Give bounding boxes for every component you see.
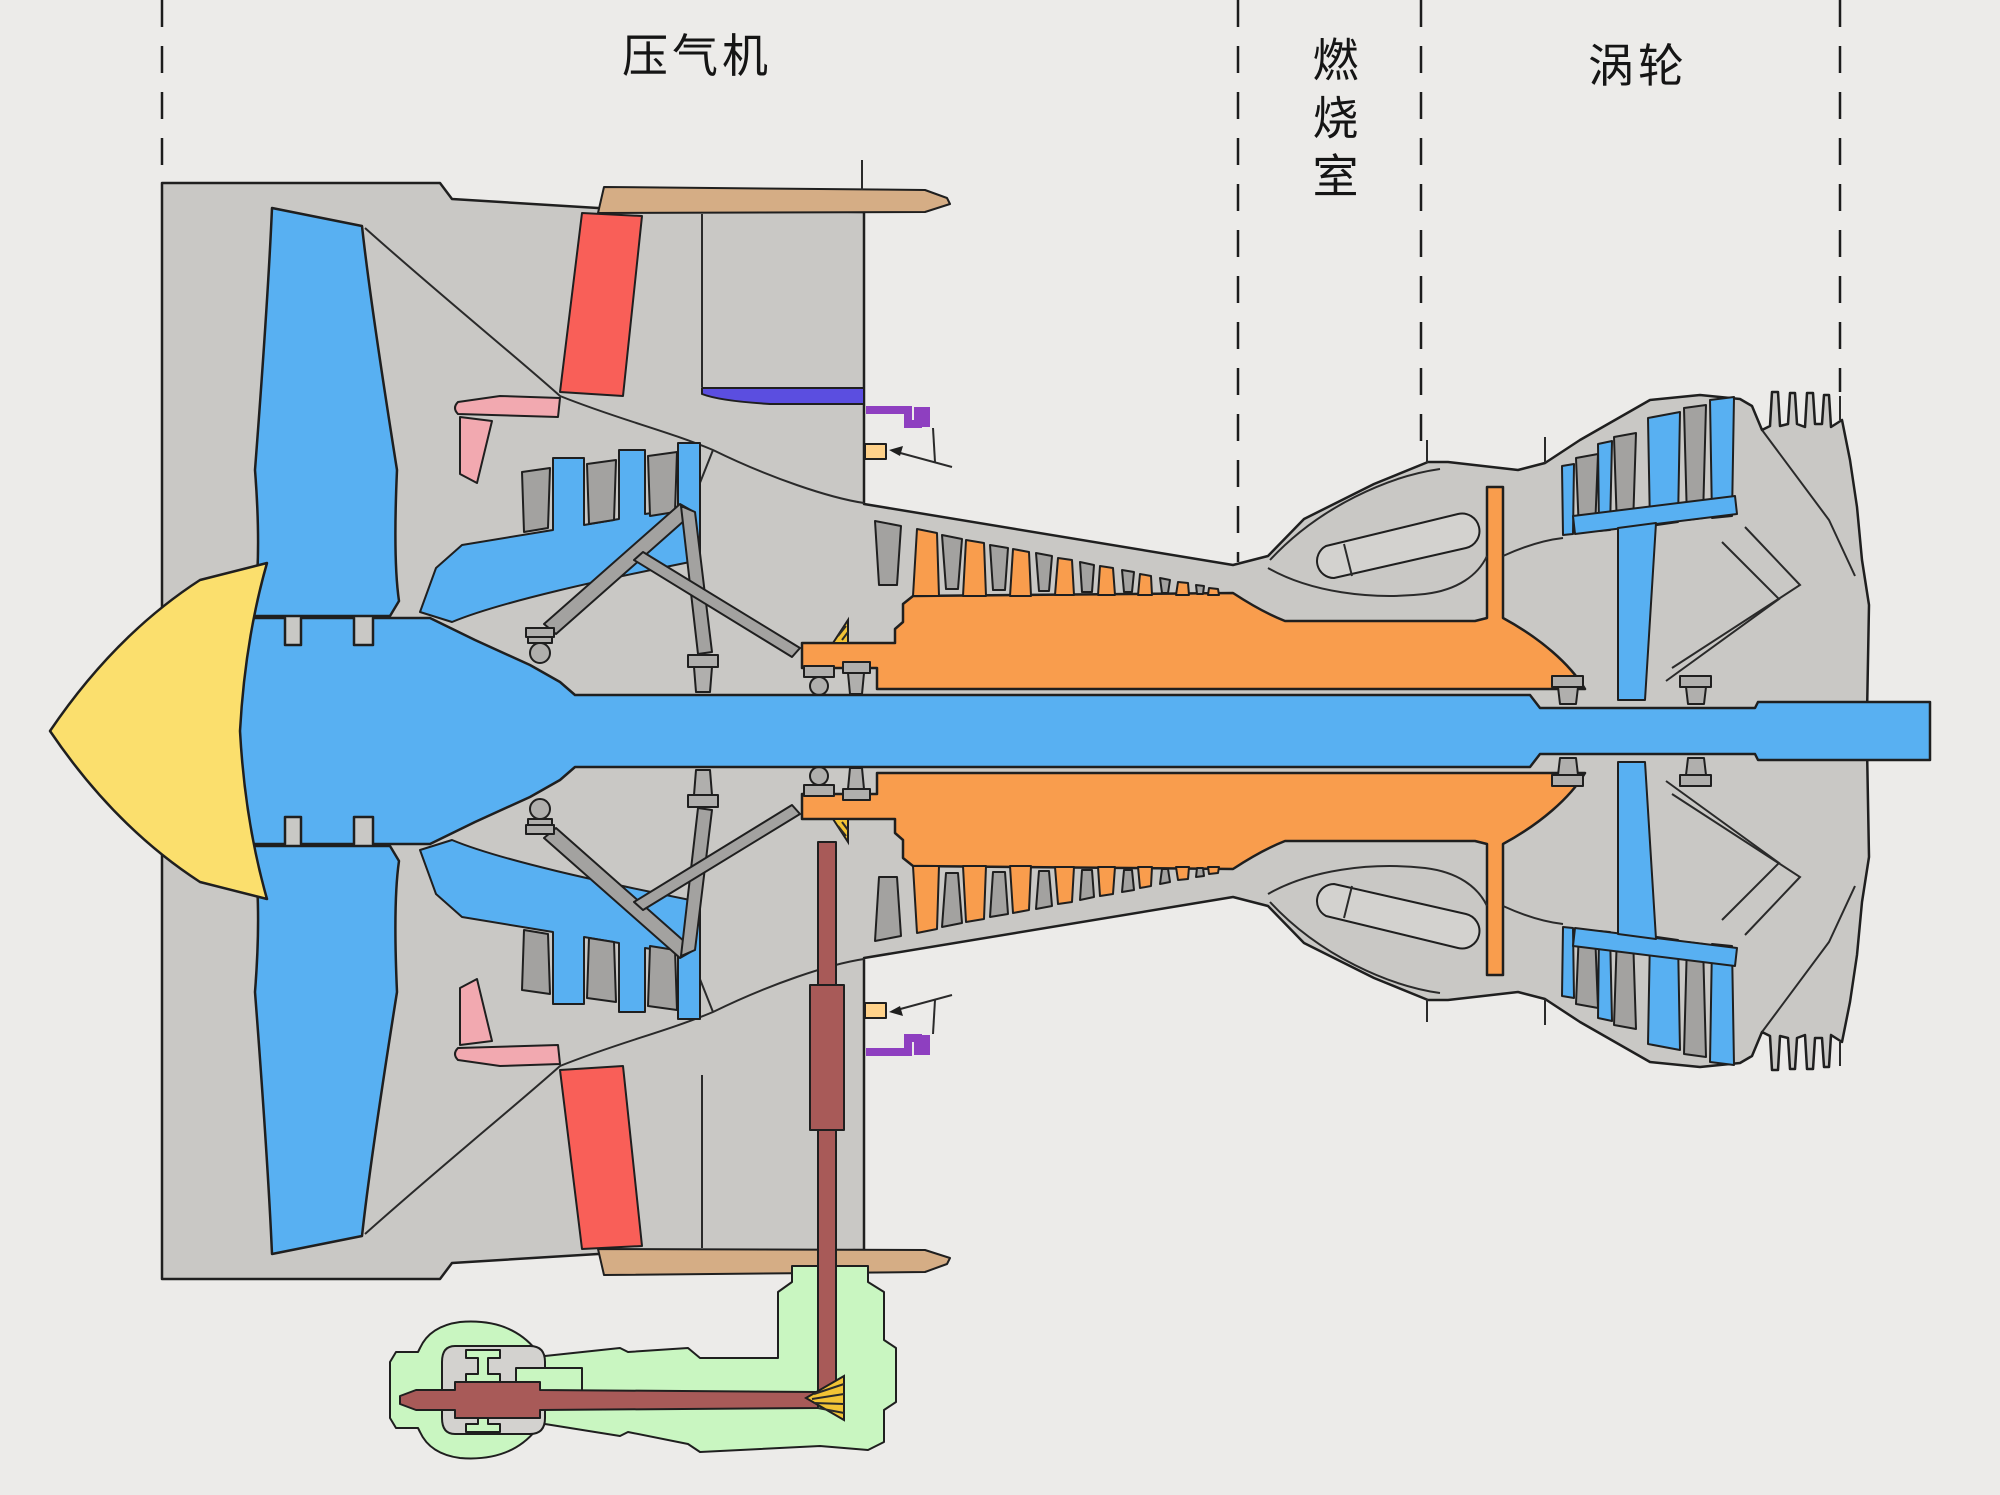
spinner-nose-cone — [48, 561, 269, 901]
driveshaft-coupling — [809, 984, 845, 1131]
top-flange — [597, 186, 951, 214]
label-turbine: 涡轮 — [1588, 40, 1688, 92]
violet-liner-strip — [701, 387, 865, 405]
label-combustor: 燃烧室 — [1306, 36, 1359, 210]
section-divider-lines — [160, 0, 1842, 562]
bottom-flange — [597, 1248, 951, 1276]
label-compressor: 压气机 — [622, 30, 772, 82]
bevel-gears — [804, 616, 849, 1422]
drive-shafts — [399, 841, 845, 1419]
lp-shaft-and-fan-hub — [231, 616, 1932, 846]
